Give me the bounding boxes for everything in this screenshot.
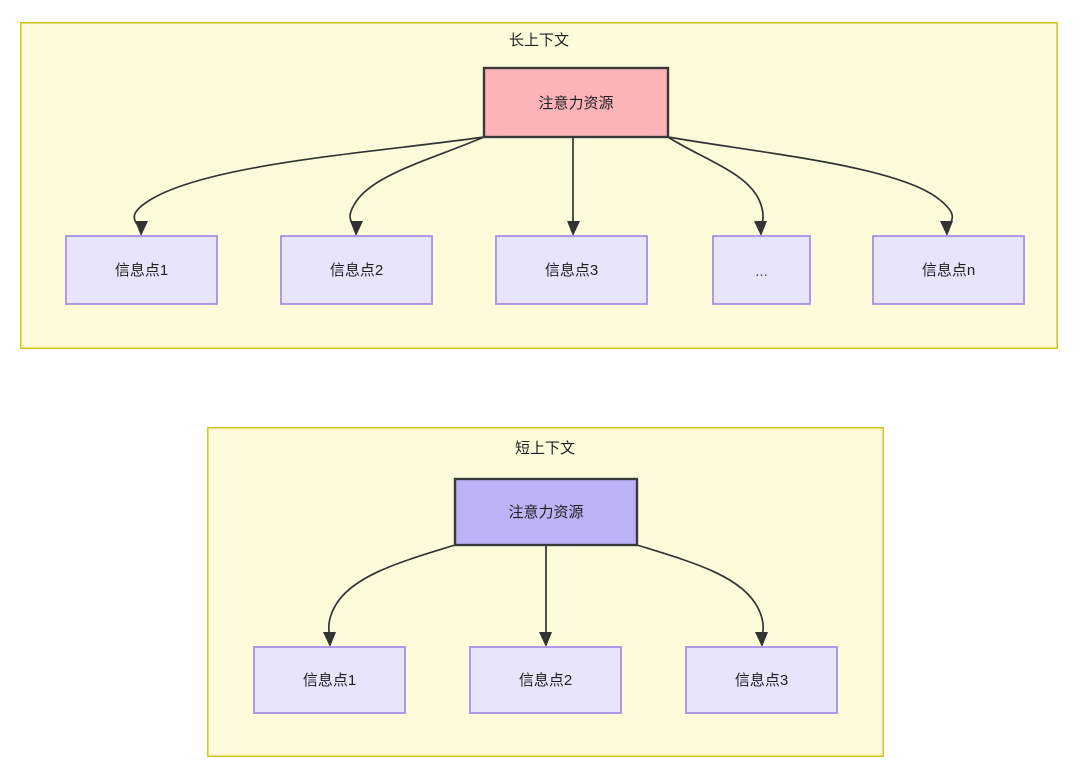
node-leaf-long-2-rect[interactable] xyxy=(280,235,433,305)
edge-arrowhead-5 xyxy=(940,221,953,236)
edge-arrowhead-4 xyxy=(754,221,767,236)
group-short-context: 短上下文 注意力资源 信息点1 信息点 xyxy=(207,426,885,757)
node-root-long-context-label: 注意力资源 xyxy=(538,94,613,112)
node-leaf-long-n-label: 信息点n xyxy=(922,262,975,279)
edge-root-to-leaf-2 xyxy=(349,136,485,229)
edge-short-root-to-leaf-3 xyxy=(636,544,765,640)
node-root-short-context-label: 注意力资源 xyxy=(508,503,583,521)
edge-arrowhead-2 xyxy=(350,221,363,236)
node-leaf-short-2-label: 信息点2 xyxy=(519,672,572,689)
node-leaf-long-1[interactable]: 信息点1 xyxy=(65,235,218,305)
node-root-short-context-rect[interactable] xyxy=(453,477,639,547)
node-leaf-long-ellipsis[interactable]: ... xyxy=(712,235,811,305)
edges-short-context xyxy=(323,544,768,647)
node-leaf-long-ellipsis-label: ... xyxy=(755,263,768,280)
edge-arrowhead-1 xyxy=(135,221,148,236)
node-leaf-short-3-rect[interactable] xyxy=(685,646,838,714)
group-long-context: 长上下文 注意 xyxy=(19,21,1059,349)
edge-short-arrowhead-2 xyxy=(539,632,552,647)
edge-arrowhead-3 xyxy=(567,221,580,236)
node-leaf-long-2[interactable]: 信息点2 xyxy=(280,235,433,305)
node-leaf-long-1-rect[interactable] xyxy=(65,235,218,305)
node-leaf-long-1-label: 信息点1 xyxy=(115,262,168,279)
node-leaf-long-2-label: 信息点2 xyxy=(330,262,383,279)
group-title-long-context: 长上下文 xyxy=(509,32,569,49)
node-leaf-long-ellipsis-rect[interactable] xyxy=(712,235,811,305)
node-leaf-short-1[interactable]: 信息点1 xyxy=(253,646,406,714)
node-leaf-long-3-rect[interactable] xyxy=(495,235,648,305)
edge-short-arrowhead-1 xyxy=(323,632,336,647)
group-title-short-context: 短上下文 xyxy=(515,440,575,457)
edge-short-root-to-leaf-1 xyxy=(327,544,456,640)
node-leaf-short-1-rect[interactable] xyxy=(253,646,406,714)
node-leaf-long-3[interactable]: 信息点3 xyxy=(495,235,648,305)
node-leaf-long-n[interactable]: 信息点n xyxy=(872,235,1025,305)
edges-long-context xyxy=(133,136,954,236)
node-leaf-short-2-rect[interactable] xyxy=(469,646,622,714)
node-leaf-long-3-label: 信息点3 xyxy=(545,262,598,279)
edge-short-arrowhead-3 xyxy=(755,632,768,647)
node-leaf-short-1-label: 信息点1 xyxy=(303,672,356,689)
edge-root-to-leaf-5 xyxy=(667,136,954,229)
node-root-long-context[interactable]: 注意力资源 xyxy=(482,66,670,139)
node-leaf-long-n-rect[interactable] xyxy=(872,235,1025,305)
edge-root-to-leaf-1 xyxy=(133,136,485,229)
node-root-long-context-rect[interactable] xyxy=(482,66,670,139)
node-leaf-short-3[interactable]: 信息点3 xyxy=(685,646,838,714)
edge-root-to-leaf-4 xyxy=(667,136,764,229)
node-leaf-short-3-label: 信息点3 xyxy=(735,672,788,689)
node-leaf-short-2[interactable]: 信息点2 xyxy=(469,646,622,714)
node-root-short-context[interactable]: 注意力资源 xyxy=(453,477,639,547)
